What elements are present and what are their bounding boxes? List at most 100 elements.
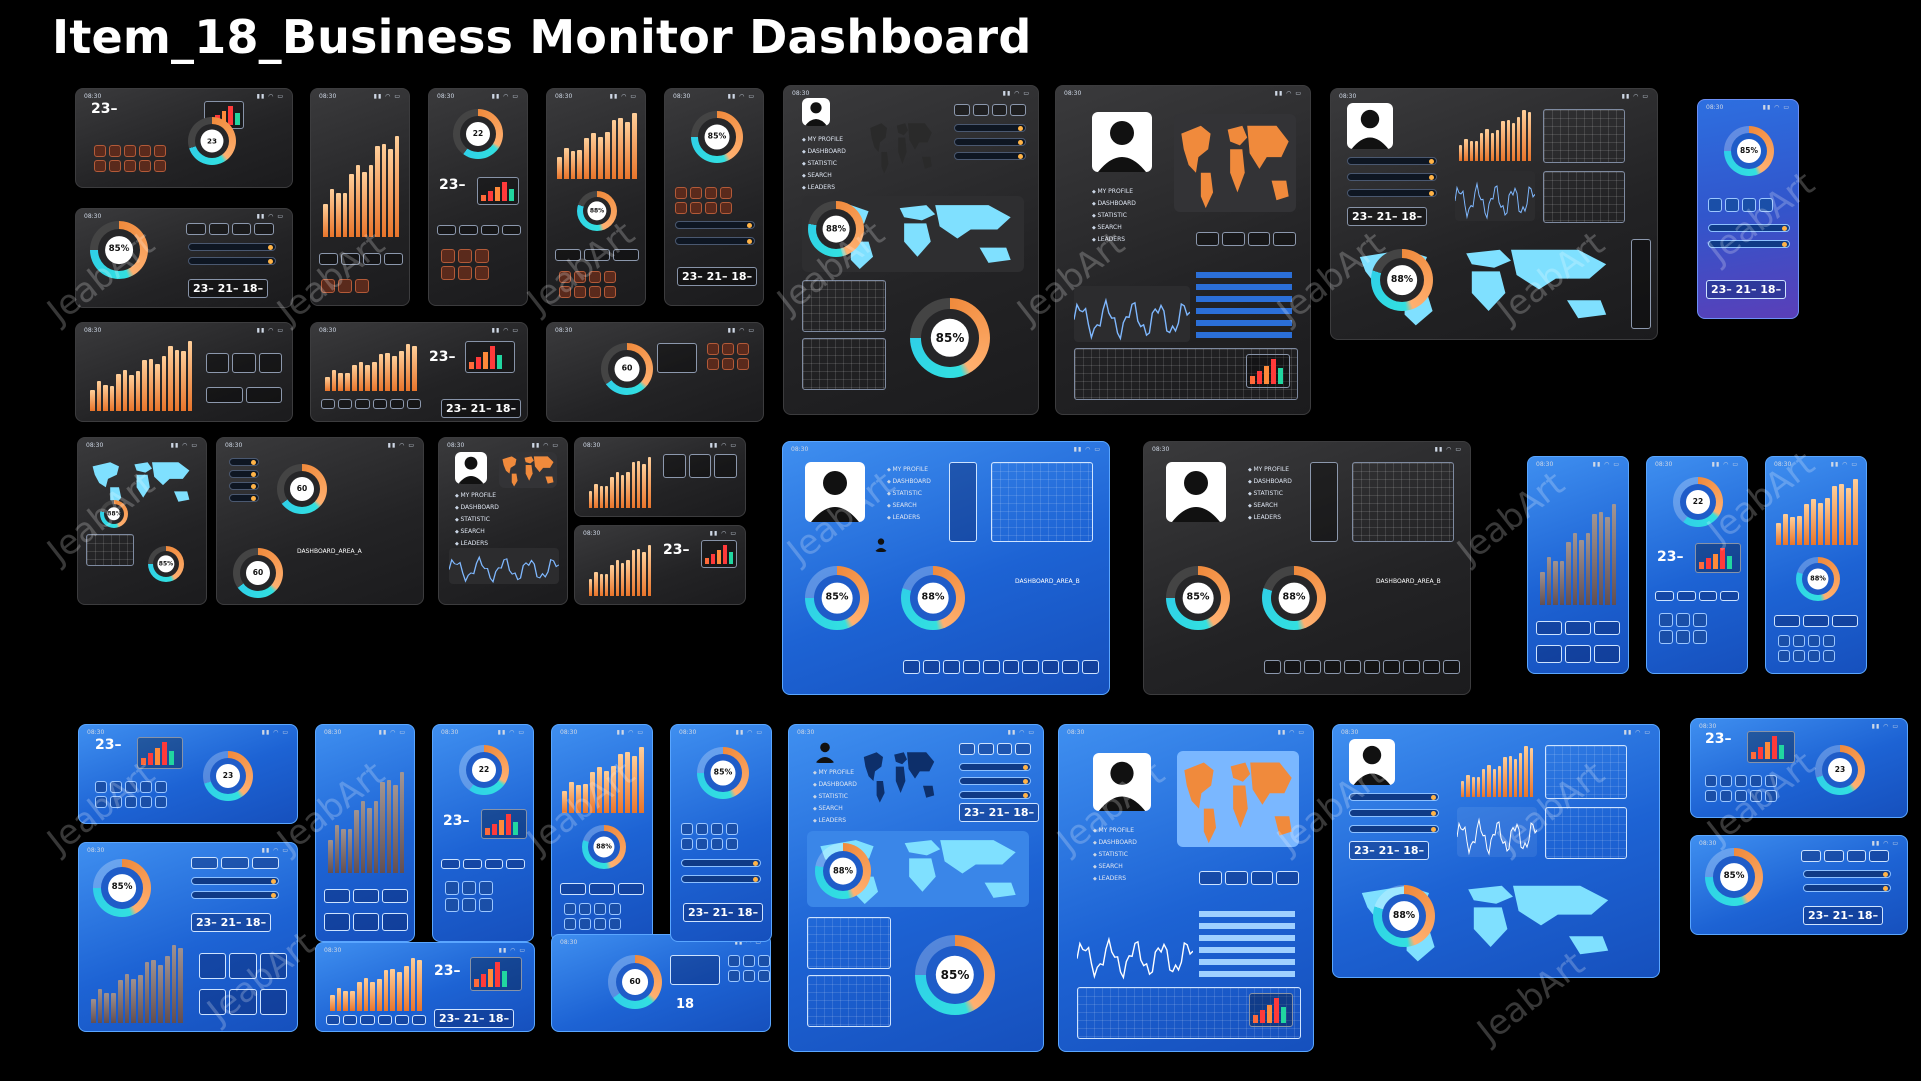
- icon-button[interactable]: [506, 859, 525, 869]
- toggle-switch[interactable]: [1803, 870, 1891, 878]
- icon-button[interactable]: [991, 104, 1008, 116]
- icon-tile-button[interactable]: [696, 823, 708, 835]
- menu-item[interactable]: MY PROFILE: [813, 767, 857, 779]
- icon-button[interactable]: [441, 859, 460, 869]
- menu-item[interactable]: LEADERS: [813, 815, 857, 827]
- icon-button[interactable]: [1196, 232, 1219, 246]
- icon-button[interactable]: [502, 225, 521, 235]
- toggle-switch[interactable]: [675, 237, 755, 245]
- menu-item[interactable]: SEARCH: [813, 803, 857, 815]
- icon-tile-button[interactable]: [1793, 650, 1805, 662]
- icon-tile-button[interactable]: [95, 781, 107, 793]
- icon-button[interactable]: [959, 743, 975, 755]
- icon-button[interactable]: [982, 660, 1000, 674]
- icon-tile-button[interactable]: [462, 898, 476, 912]
- icon-tile-button[interactable]: [140, 796, 152, 808]
- icon-button[interactable]: [618, 883, 644, 895]
- menu-item[interactable]: DASHBOARD: [813, 779, 856, 791]
- toggle-switch[interactable]: [229, 494, 259, 502]
- icon-button[interactable]: [1676, 591, 1696, 601]
- icon-button[interactable]: [1082, 660, 1100, 674]
- icon-button[interactable]: [996, 743, 1013, 755]
- icon-tile-button[interactable]: [110, 796, 122, 808]
- icon-tile-button[interactable]: [559, 271, 571, 283]
- icon-tile-button[interactable]: [1659, 630, 1673, 644]
- icon-tile-button[interactable]: [1705, 790, 1717, 802]
- icon-button[interactable]: [353, 913, 379, 931]
- toggle-switch[interactable]: [188, 243, 276, 251]
- icon-button[interactable]: [259, 989, 287, 1015]
- icon-button[interactable]: [254, 223, 274, 235]
- toggle-switch[interactable]: [1349, 809, 1439, 817]
- icon-tile-button[interactable]: [690, 202, 702, 214]
- icon-tile-button[interactable]: [604, 286, 616, 298]
- icon-tile-button[interactable]: [711, 823, 723, 835]
- icon-button[interactable]: [688, 454, 712, 478]
- icon-tile-button[interactable]: [1708, 198, 1722, 212]
- menu-item[interactable]: STATISTIC: [455, 514, 499, 526]
- icon-button[interactable]: [714, 454, 738, 478]
- toggle-switch[interactable]: [681, 859, 761, 867]
- icon-button[interactable]: [1002, 660, 1020, 674]
- icon-button[interactable]: [340, 253, 360, 265]
- icon-button[interactable]: [1443, 660, 1461, 674]
- icon-tile-button[interactable]: [1778, 650, 1790, 662]
- icon-tile-button[interactable]: [1705, 775, 1717, 787]
- icon-tile-button[interactable]: [441, 249, 455, 263]
- icon-button[interactable]: [1062, 660, 1080, 674]
- icon-tile-button[interactable]: [321, 279, 335, 293]
- icon-button[interactable]: [1536, 645, 1562, 663]
- icon-tile-button[interactable]: [675, 202, 687, 214]
- icon-button[interactable]: [394, 1015, 409, 1025]
- icon-tile-button[interactable]: [441, 266, 455, 280]
- icon-tile-button[interactable]: [720, 187, 732, 199]
- icon-button[interactable]: [360, 1015, 375, 1025]
- icon-button[interactable]: [406, 399, 422, 409]
- icon-button[interactable]: [1199, 871, 1222, 885]
- icon-button[interactable]: [942, 660, 960, 674]
- icon-button[interactable]: [1869, 850, 1889, 862]
- icon-tile-button[interactable]: [728, 970, 740, 982]
- toggle-switch[interactable]: [954, 138, 1026, 146]
- icon-button[interactable]: [338, 399, 353, 409]
- icon-button[interactable]: [1343, 660, 1361, 674]
- menu-item[interactable]: DASHBOARD: [802, 146, 845, 158]
- icon-tile-button[interactable]: [737, 343, 749, 355]
- menu-item[interactable]: STATISTIC: [887, 488, 931, 500]
- icon-button[interactable]: [1383, 660, 1401, 674]
- icon-tile-button[interactable]: [109, 145, 121, 157]
- icon-tile-button[interactable]: [705, 202, 717, 214]
- icon-tile-button[interactable]: [1735, 775, 1747, 787]
- icon-button[interactable]: [584, 249, 610, 261]
- icon-button[interactable]: [922, 660, 940, 674]
- icon-button[interactable]: [1323, 660, 1341, 674]
- icon-button[interactable]: [384, 253, 403, 265]
- icon-tile-button[interactable]: [140, 781, 152, 793]
- icon-button[interactable]: [949, 462, 977, 542]
- toggle-switch[interactable]: [1349, 793, 1439, 801]
- icon-button[interactable]: [1565, 621, 1591, 635]
- icon-button[interactable]: [1403, 660, 1421, 674]
- icon-tile-button[interactable]: [1676, 630, 1690, 644]
- icon-button[interactable]: [1221, 232, 1245, 246]
- icon-tile-button[interactable]: [589, 271, 601, 283]
- icon-tile-button[interactable]: [109, 160, 121, 172]
- icon-tile-button[interactable]: [110, 781, 122, 793]
- icon-button[interactable]: [343, 1015, 358, 1025]
- icon-button[interactable]: [389, 399, 404, 409]
- icon-button[interactable]: [231, 223, 252, 235]
- toggle-switch[interactable]: [229, 470, 259, 478]
- menu-item[interactable]: MY PROFILE: [1093, 825, 1137, 837]
- icon-tile-button[interactable]: [155, 796, 167, 808]
- icon-button[interactable]: [206, 353, 230, 373]
- icon-tile-button[interactable]: [722, 343, 734, 355]
- icon-button[interactable]: [1042, 660, 1060, 674]
- icon-button[interactable]: [437, 225, 456, 235]
- menu-item[interactable]: SEARCH: [455, 526, 499, 538]
- toggle-switch[interactable]: [1803, 884, 1891, 892]
- icon-button[interactable]: [1720, 591, 1739, 601]
- icon-tile-button[interactable]: [594, 903, 606, 915]
- toggle-switch[interactable]: [229, 458, 259, 466]
- icon-tile-button[interactable]: [445, 881, 459, 895]
- toggle-switch[interactable]: [229, 482, 259, 490]
